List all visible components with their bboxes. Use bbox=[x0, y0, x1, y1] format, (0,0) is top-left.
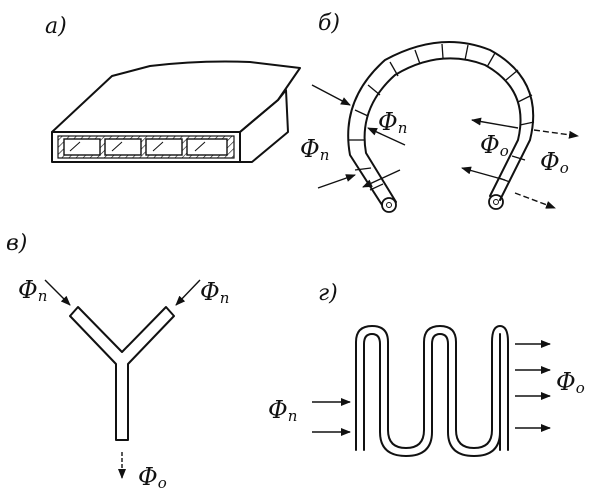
flux-arrows-v bbox=[44, 279, 201, 479]
flux-arrows-g-in bbox=[312, 398, 351, 436]
arrow-b-in-3 bbox=[362, 169, 401, 188]
panel-b-label: б) bbox=[318, 11, 340, 36]
arrow-b-out-2 bbox=[533, 129, 579, 139]
flux-v-left-label: Φп bbox=[18, 276, 47, 305]
serpentine-outer-wall bbox=[355, 325, 509, 451]
arrow-v-in-right bbox=[175, 279, 201, 306]
flux-g-in-label: Φп bbox=[268, 396, 297, 425]
channel-4 bbox=[186, 138, 228, 156]
flux-arrows-b-right bbox=[461, 117, 579, 209]
panel-v-label: в) bbox=[6, 231, 27, 256]
pipe-end-left bbox=[381, 197, 397, 213]
panel-a: а) bbox=[45, 14, 301, 163]
flux-v-right-label: Φп bbox=[200, 278, 229, 307]
arrow-b-out-1 bbox=[471, 117, 519, 129]
slab-channels bbox=[63, 138, 228, 156]
serpentine-inner-wall bbox=[363, 333, 502, 457]
flux-b-right-label: Φо bbox=[540, 148, 569, 177]
arrow-b-in-2 bbox=[367, 127, 406, 146]
slab-top-face bbox=[51, 60, 301, 133]
panel-v: в) Φп Φп Φо bbox=[6, 231, 229, 492]
flux-arrows-b-left bbox=[311, 84, 406, 189]
flux-arrows-g-out bbox=[515, 340, 551, 432]
flux-v-out-label: Φо bbox=[138, 463, 167, 492]
channel-1 bbox=[63, 138, 101, 156]
flux-b-left-inner-label: Φп bbox=[378, 108, 407, 137]
arrow-b-in-4 bbox=[317, 174, 356, 189]
pipe-segments bbox=[349, 43, 535, 191]
curved-pipe-outer-wall bbox=[347, 41, 535, 206]
arrow-b-out-3 bbox=[461, 166, 506, 181]
slab-drawing bbox=[51, 60, 301, 163]
curved-pipe bbox=[347, 41, 535, 213]
panel-g: г) Φп Φо bbox=[268, 281, 585, 457]
flux-g-out-label: Φо bbox=[556, 368, 585, 397]
arrow-b-in-1 bbox=[311, 84, 351, 106]
panel-g-label: г) bbox=[318, 281, 338, 306]
channel-3 bbox=[145, 138, 183, 156]
arrow-v-in-left bbox=[44, 279, 71, 306]
panel-a-label: а) bbox=[45, 14, 67, 39]
flux-b-left-label: Φп bbox=[300, 135, 329, 164]
arrow-b-out-4 bbox=[514, 192, 556, 209]
flux-b-right-inner-label: Φо bbox=[480, 131, 509, 160]
slab-side-face bbox=[239, 89, 289, 163]
channel-2 bbox=[104, 138, 142, 156]
panel-b: б) bbox=[300, 11, 579, 213]
pipe-end-right bbox=[488, 194, 504, 210]
slab-front-face bbox=[51, 131, 241, 163]
y-pipe bbox=[69, 306, 175, 441]
